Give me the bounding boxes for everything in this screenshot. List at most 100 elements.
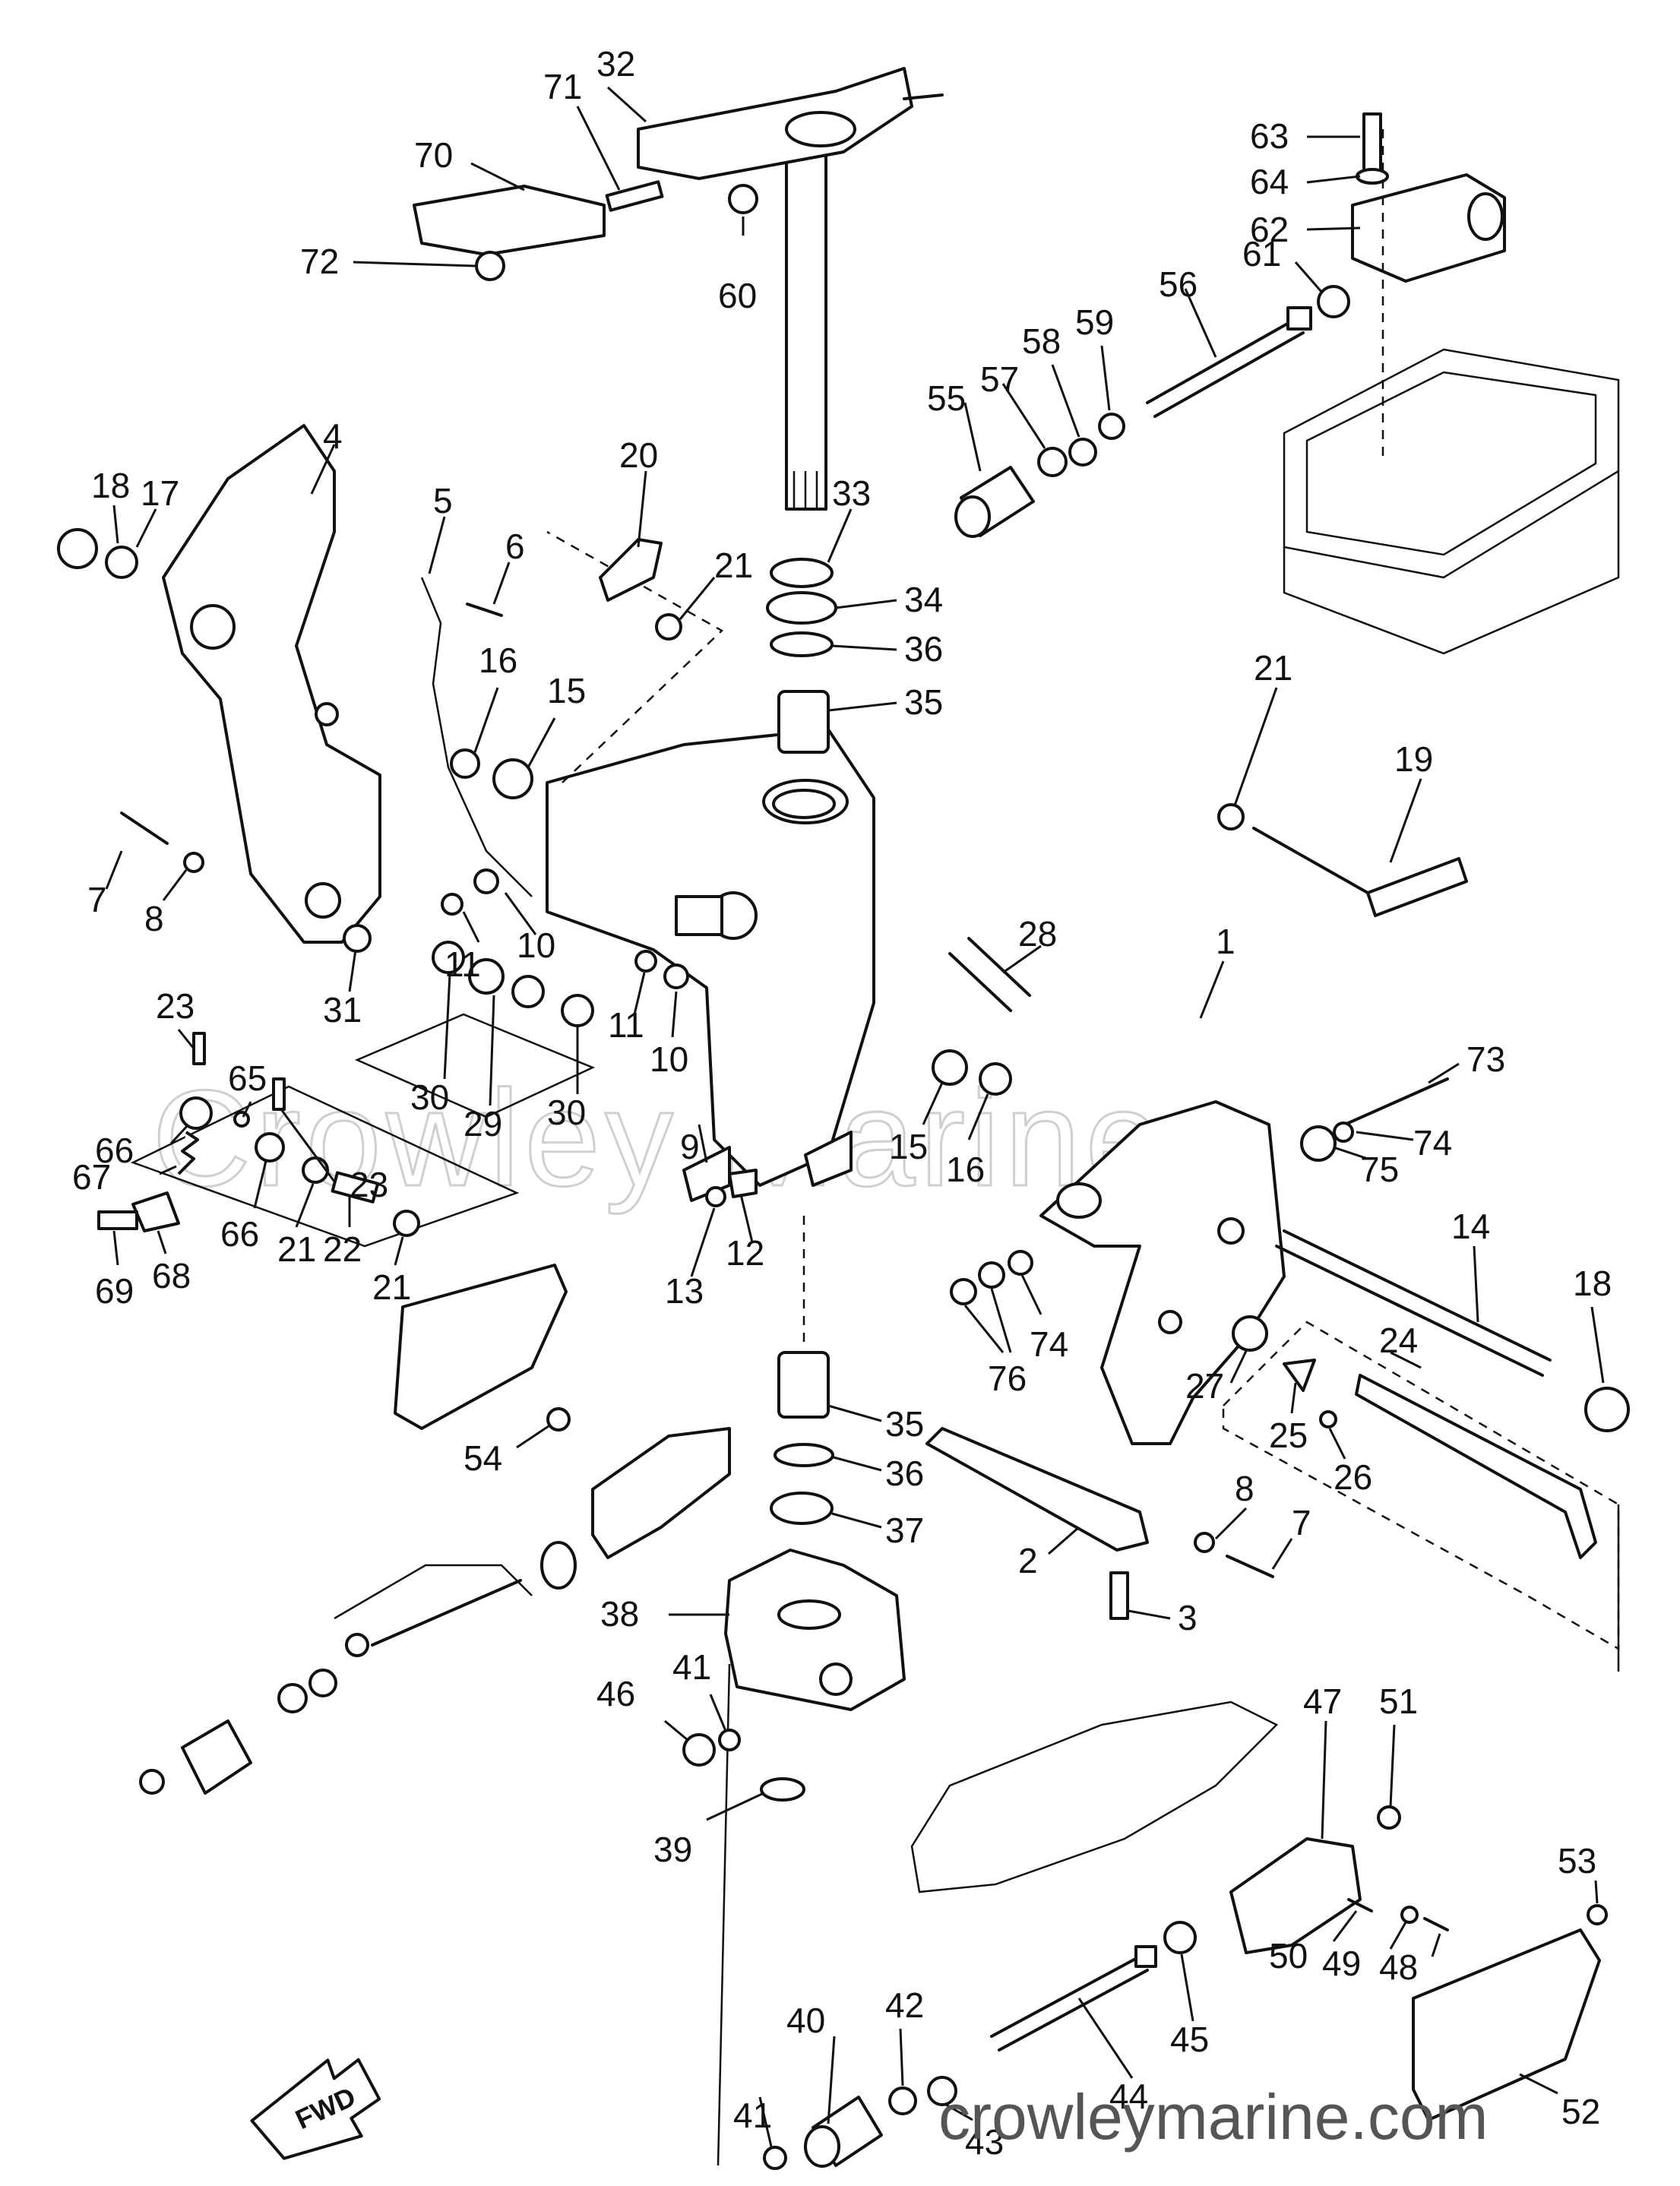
tilt-rod-19: [1252, 827, 1369, 894]
screw-54: [546, 1407, 571, 1431]
callout-8-b: 8: [1235, 1469, 1254, 1508]
grease-21d: [393, 1210, 420, 1237]
bushing-29b: [511, 975, 545, 1008]
collar-30a: [432, 941, 465, 974]
screw-13: [705, 1186, 726, 1207]
lower-left-mount: [139, 1541, 577, 1795]
bushing-15-right: [932, 1049, 968, 1086]
callout-74-b: 74: [1030, 1324, 1068, 1364]
callout-36-a: 36: [904, 629, 943, 669]
callout-69: 69: [95, 1271, 134, 1311]
callout-62: 62: [1250, 210, 1289, 249]
callout-5: 5: [433, 481, 453, 520]
bushing-34: [766, 591, 837, 625]
callout-45: 45: [1170, 2020, 1209, 2059]
steering-arm: [637, 67, 944, 180]
grease-21b: [1217, 803, 1245, 830]
callout-10-a: 10: [517, 925, 555, 965]
callout-66-b: 66: [220, 1214, 259, 1254]
nut-72: [475, 251, 505, 281]
callout-18-top: 18: [91, 466, 130, 505]
callout-41-b: 41: [733, 2096, 772, 2135]
callout-7-b: 7: [1292, 1503, 1311, 1542]
callout-72: 72: [300, 242, 339, 281]
washer-41-lower: [763, 2146, 787, 2170]
washer-41-upper: [718, 1729, 741, 1751]
callout-21-a: 21: [714, 546, 753, 585]
callout-21-b: 21: [1254, 648, 1292, 688]
pin-26: [1319, 1410, 1337, 1428]
callout-11-a: 11: [445, 944, 481, 984]
callout-23-b: 23: [350, 1165, 388, 1204]
trim-sensor-housing: [591, 1427, 731, 1559]
washer-17: [105, 546, 138, 579]
callout-16-a: 16: [479, 641, 517, 680]
callout-21-c: 21: [277, 1229, 316, 1269]
callout-51: 51: [1379, 1681, 1418, 1721]
rod-24: [1355, 1374, 1597, 1559]
link-plate-2: [925, 1427, 1149, 1552]
callout-41-a: 41: [672, 1647, 711, 1687]
mount-rubber-40: [804, 2096, 883, 2168]
cap-11a: [441, 893, 464, 916]
callout-54: 54: [464, 1438, 502, 1478]
bracket-70: [413, 185, 606, 256]
nut-46: [682, 1733, 716, 1767]
callout-31: 31: [323, 990, 362, 1030]
clip-68: [131, 1191, 180, 1232]
washer-74: [1333, 1121, 1354, 1143]
callout-46: 46: [596, 1674, 635, 1713]
tilt-rod-19-handle: [1366, 857, 1468, 917]
bushing-76b: [978, 1261, 1005, 1289]
callout-1: 1: [1216, 922, 1235, 961]
plate-20: [599, 538, 663, 602]
bushing-66b: [255, 1132, 285, 1163]
callout-15-a: 15: [547, 671, 586, 710]
callout-42: 42: [885, 1985, 924, 2025]
washer-74b: [1008, 1250, 1033, 1276]
callout-34: 34: [904, 580, 943, 619]
callout-50: 50: [1269, 1936, 1308, 1976]
pin-23a: [192, 1032, 206, 1065]
callout-55: 55: [927, 378, 966, 418]
o-ring-36-upper: [770, 631, 834, 657]
bolt-3: [1109, 1571, 1129, 1620]
callouts: 63 64 62 32 71 70 72 60 61 56 59 58 57 5…: [72, 44, 1612, 2162]
callout-30-a: 30: [410, 1077, 449, 1117]
washer-16-left: [450, 748, 480, 779]
site-watermark: crowleymarine.com: [938, 2081, 1489, 2153]
forward-direction-arrow: FWD: [250, 2058, 381, 2160]
cap-11b: [634, 950, 657, 973]
screw-53: [1587, 1904, 1608, 1925]
callout-38: 38: [600, 1594, 639, 1634]
cover-plate-left: [394, 1264, 568, 1430]
spring-67: [177, 1131, 199, 1175]
callout-23-a: 23: [156, 986, 195, 1026]
callout-58: 58: [1022, 321, 1061, 361]
tilt-shaft-14-b: [1275, 1245, 1544, 1377]
bolt-7-right: [1226, 1555, 1274, 1578]
washer-75: [1300, 1125, 1337, 1162]
fitting-10b: [663, 963, 689, 989]
callout-28: 28: [1018, 914, 1057, 954]
callout-66-a: 66: [95, 1131, 134, 1170]
callout-29: 29: [464, 1104, 502, 1144]
callout-20: 20: [619, 435, 658, 475]
callout-36-b: 36: [885, 1454, 924, 1493]
nipple-22: [331, 1171, 380, 1204]
callout-63: 63: [1250, 116, 1289, 156]
callout-27: 27: [1185, 1366, 1224, 1406]
grease-21c: [302, 1156, 329, 1184]
bolt-7-left: [120, 811, 169, 845]
collar-61: [1317, 285, 1350, 318]
washer-42: [888, 2086, 917, 2115]
callout-71: 71: [543, 67, 582, 106]
callout-74-a: 74: [1413, 1123, 1452, 1163]
steering-shaft: [785, 143, 827, 511]
washer-31: [343, 924, 372, 953]
callout-67: 67: [72, 1157, 111, 1197]
callout-30-b: 30: [547, 1093, 586, 1132]
callout-6: 6: [505, 527, 525, 566]
stopper-25: [1283, 1359, 1316, 1392]
callout-65: 65: [228, 1058, 267, 1098]
